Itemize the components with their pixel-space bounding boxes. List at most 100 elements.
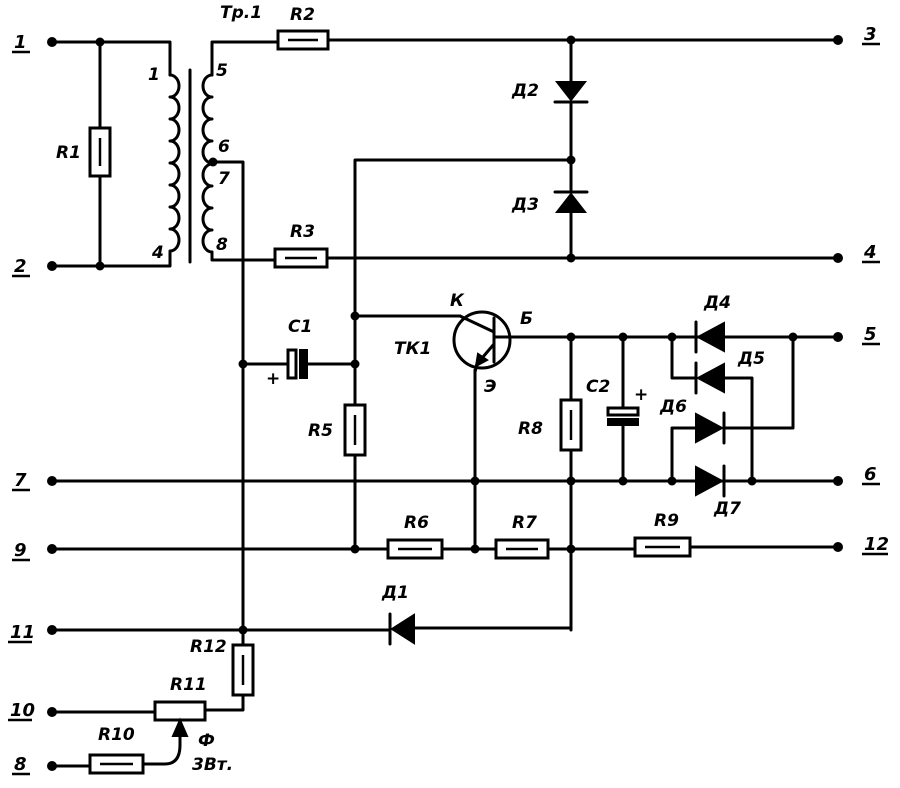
- d7-label: Д7: [713, 499, 741, 519]
- wire-terminal-2: [50, 250, 172, 268]
- diodes: [388, 81, 795, 646]
- tr-pin-4-label: 4: [151, 243, 164, 263]
- wire-terminal-9-12: [50, 545, 840, 551]
- terminal-4-dot: [833, 253, 843, 263]
- tr-pin-6-label: 6: [218, 137, 230, 157]
- terminal-8-label: 8: [14, 754, 27, 775]
- junction: [470, 476, 480, 486]
- terminal-2-label: 2: [14, 256, 27, 277]
- pot-symbol-label: Ф: [198, 731, 215, 751]
- junction: [350, 359, 360, 369]
- junction: [566, 253, 576, 263]
- wire-secondary-bottom: [210, 250, 840, 262]
- r7-label: R7: [512, 513, 537, 533]
- terminal-11-dot: [47, 625, 57, 635]
- emitter-arrow-icon: [474, 352, 489, 368]
- junction: [238, 625, 248, 635]
- terminal-6-label: 6: [864, 464, 877, 485]
- junction: [95, 37, 105, 47]
- terminal-4-label: 4: [863, 242, 877, 263]
- junction: [566, 35, 576, 45]
- terminal-7-dot: [47, 476, 57, 486]
- terminal-1-label: 1: [14, 32, 27, 53]
- terminal-3-dot: [833, 35, 843, 45]
- d1-label: Д1: [381, 583, 409, 603]
- junction: [747, 476, 757, 486]
- diode-d4: [694, 320, 795, 354]
- c1-label: C1: [288, 317, 312, 337]
- tr-pin-5-label: 5: [216, 61, 228, 81]
- transformer-name-label: Тр.1: [220, 3, 262, 23]
- junction: [667, 332, 677, 342]
- terminal-8-dot: [47, 761, 57, 771]
- diode-d2: [553, 81, 589, 104]
- d2-label: Д2: [511, 81, 539, 101]
- emitter-label: Э: [484, 377, 496, 397]
- terminal-9-dot: [47, 544, 57, 554]
- terminal-3-label: 3: [864, 24, 877, 45]
- diode-d5: [694, 361, 725, 395]
- diode-d6: [695, 411, 726, 445]
- transistor-body: [452, 310, 512, 370]
- tr-pin-1-label: 1: [148, 65, 160, 85]
- r11-wiper-arrow-icon: [171, 717, 189, 737]
- diode-d3: [553, 190, 589, 213]
- capacitor-c1-plate-plus: [286, 348, 298, 380]
- secondary-winding-upper: [201, 73, 214, 165]
- wire-terminal-1: [50, 40, 172, 77]
- d5-label: Д5: [737, 349, 765, 369]
- capacitor-c2-plate-minus: [607, 418, 639, 426]
- r1-label: R1: [56, 143, 81, 163]
- d6-label: Д6: [659, 397, 687, 417]
- r3-label: R3: [290, 222, 315, 242]
- c1-plus-label: +: [266, 369, 280, 389]
- junction: [618, 476, 628, 486]
- tr-pin-7-label: 7: [218, 169, 230, 189]
- junction: [238, 359, 248, 369]
- terminal-2-dot: [47, 261, 57, 271]
- c2-plus-label: +: [634, 385, 648, 405]
- terminal-dots: [47, 35, 843, 771]
- terminal-10-dot: [47, 707, 57, 717]
- wire-terminal-8: [50, 730, 182, 768]
- terminal-6-dot: [833, 476, 843, 486]
- r6-label: R6: [404, 513, 429, 533]
- transistor-tk1: [452, 310, 512, 374]
- wire-terminal-11: [50, 626, 573, 632]
- junction: [566, 544, 576, 554]
- wire-d5: [670, 335, 754, 483]
- labels: 1 2 3 4 5 6 7 9 12 11 10 8 Тр.1 1 4 5 6 …: [8, 3, 889, 776]
- r5-label: R5: [308, 421, 333, 441]
- d3-label: Д3: [511, 195, 539, 215]
- junction: [470, 544, 480, 554]
- pot-power-label: 3Вт.: [192, 755, 233, 775]
- resistor-r11: [153, 700, 207, 722]
- junction: [618, 332, 628, 342]
- junction: [350, 544, 360, 554]
- junction: [566, 155, 576, 165]
- diode-d1: [388, 612, 415, 646]
- junction: [667, 476, 677, 486]
- diode-d7: [695, 464, 726, 498]
- wire-secondary-top: [210, 38, 840, 77]
- terminal-11-label: 11: [10, 622, 35, 643]
- terminal-10-label: 10: [10, 700, 35, 721]
- transistor-collector-lead: [458, 314, 496, 334]
- wires: [50, 38, 840, 768]
- transistor-name-label: ТК1: [394, 339, 431, 359]
- terminal-12-dot: [833, 542, 843, 552]
- terminal-7-label: 7: [14, 470, 27, 491]
- wire-d6: [670, 335, 795, 483]
- junction: [350, 311, 360, 321]
- collector-label: К: [450, 291, 465, 311]
- secondary-winding-lower: [201, 162, 214, 254]
- capacitor-c2-plate-plus: [606, 406, 640, 417]
- r10-label: R10: [98, 725, 135, 745]
- transformer-tr1: [168, 68, 214, 264]
- junction: [566, 332, 576, 342]
- c2-label: C2: [586, 377, 610, 397]
- resistors: [88, 29, 692, 775]
- junction: [95, 261, 105, 271]
- r8-label: R8: [518, 419, 543, 439]
